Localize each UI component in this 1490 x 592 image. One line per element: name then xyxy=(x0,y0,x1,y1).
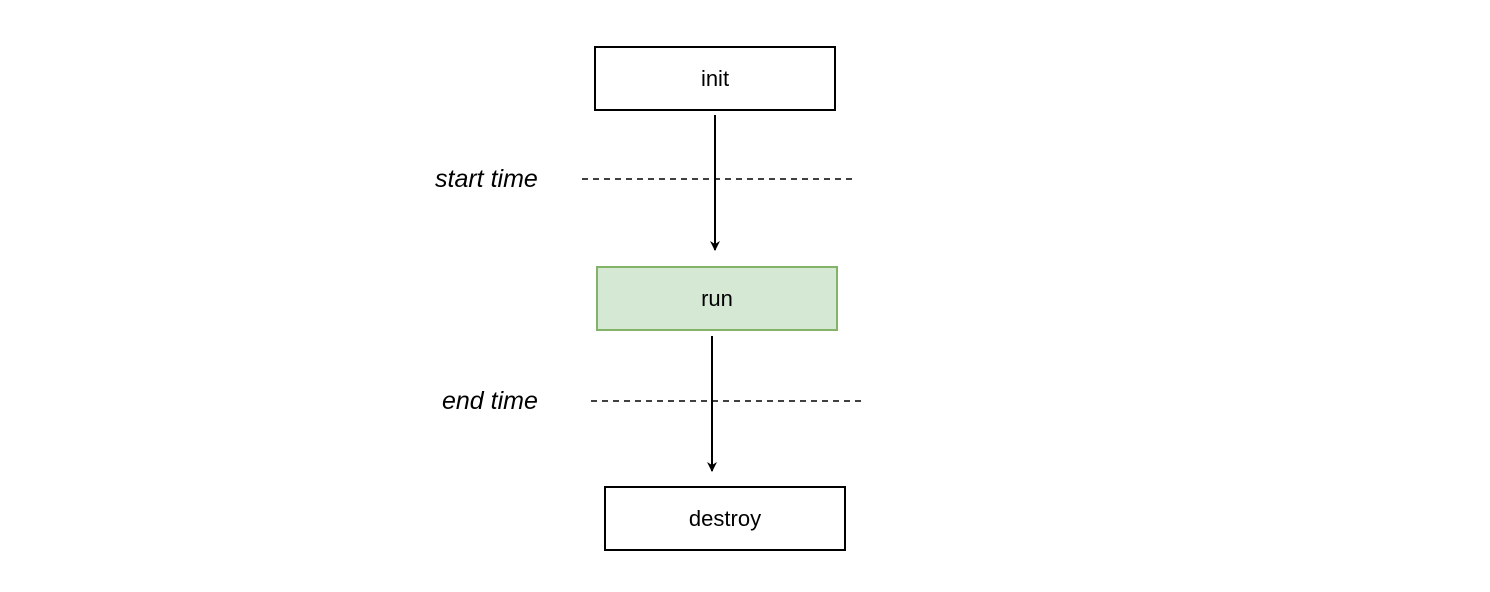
init-node-label: init xyxy=(700,65,730,91)
destroy-node: destroy xyxy=(604,486,846,551)
start-time-label: start time xyxy=(435,165,538,193)
init-node: init xyxy=(594,46,836,111)
run-node: run xyxy=(596,266,838,331)
destroy-node-label: destroy xyxy=(688,505,762,531)
run-node-label: run xyxy=(701,285,733,311)
end-time-label: end time xyxy=(442,387,538,415)
